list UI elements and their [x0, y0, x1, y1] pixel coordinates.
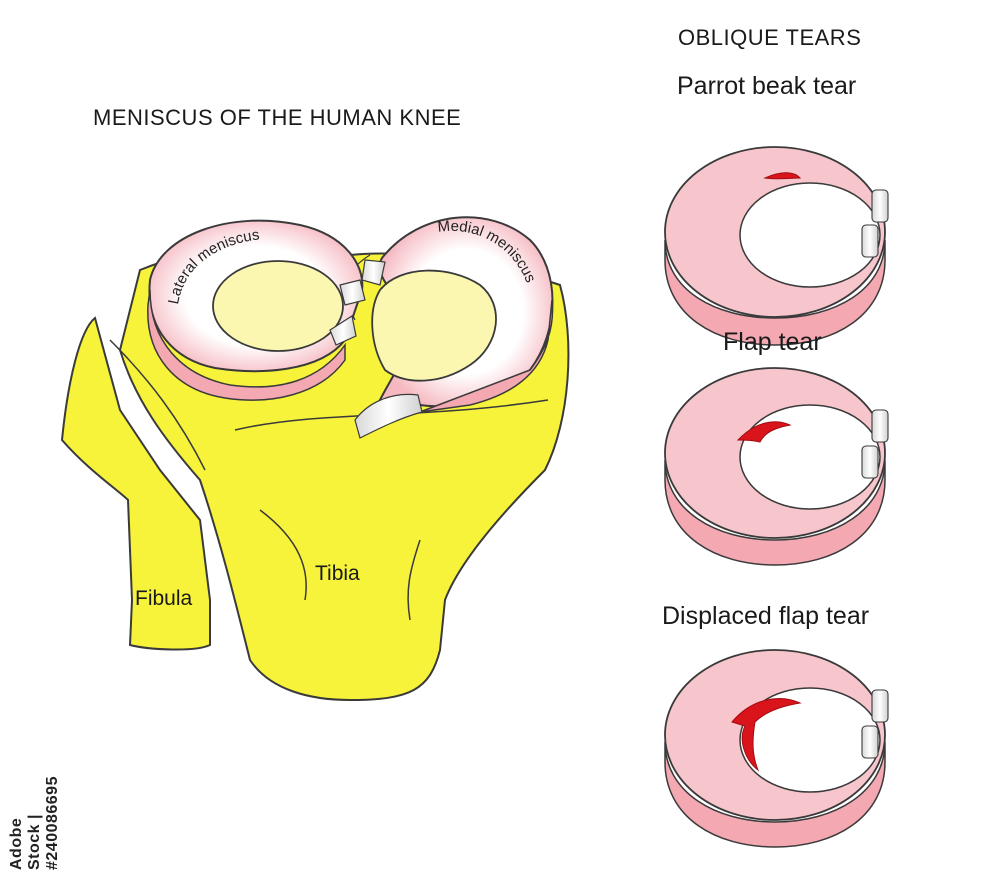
stock-watermark: Adobe Stock | #240086695	[8, 776, 61, 870]
flap-tear-label: Flap tear	[723, 328, 822, 356]
medial-meniscus	[354, 216, 554, 439]
diagram-title: MENISCUS OF THE HUMAN KNEE	[93, 105, 462, 130]
oblique-tears-heading: OBLIQUE TEARS	[678, 25, 862, 50]
parrot-beak-tear-label: Parrot beak tear	[677, 72, 857, 100]
tibia-label: Tibia	[315, 562, 360, 585]
fibula-label: Fibula	[135, 587, 193, 610]
fibula-shape	[60, 316, 211, 651]
lateral-meniscus	[147, 219, 366, 401]
tear-parrot-beak	[664, 146, 889, 346]
tear-flap	[664, 367, 889, 566]
displaced-flap-tear-label: Displaced flap tear	[662, 602, 870, 630]
tear-displaced-flap	[664, 649, 889, 848]
